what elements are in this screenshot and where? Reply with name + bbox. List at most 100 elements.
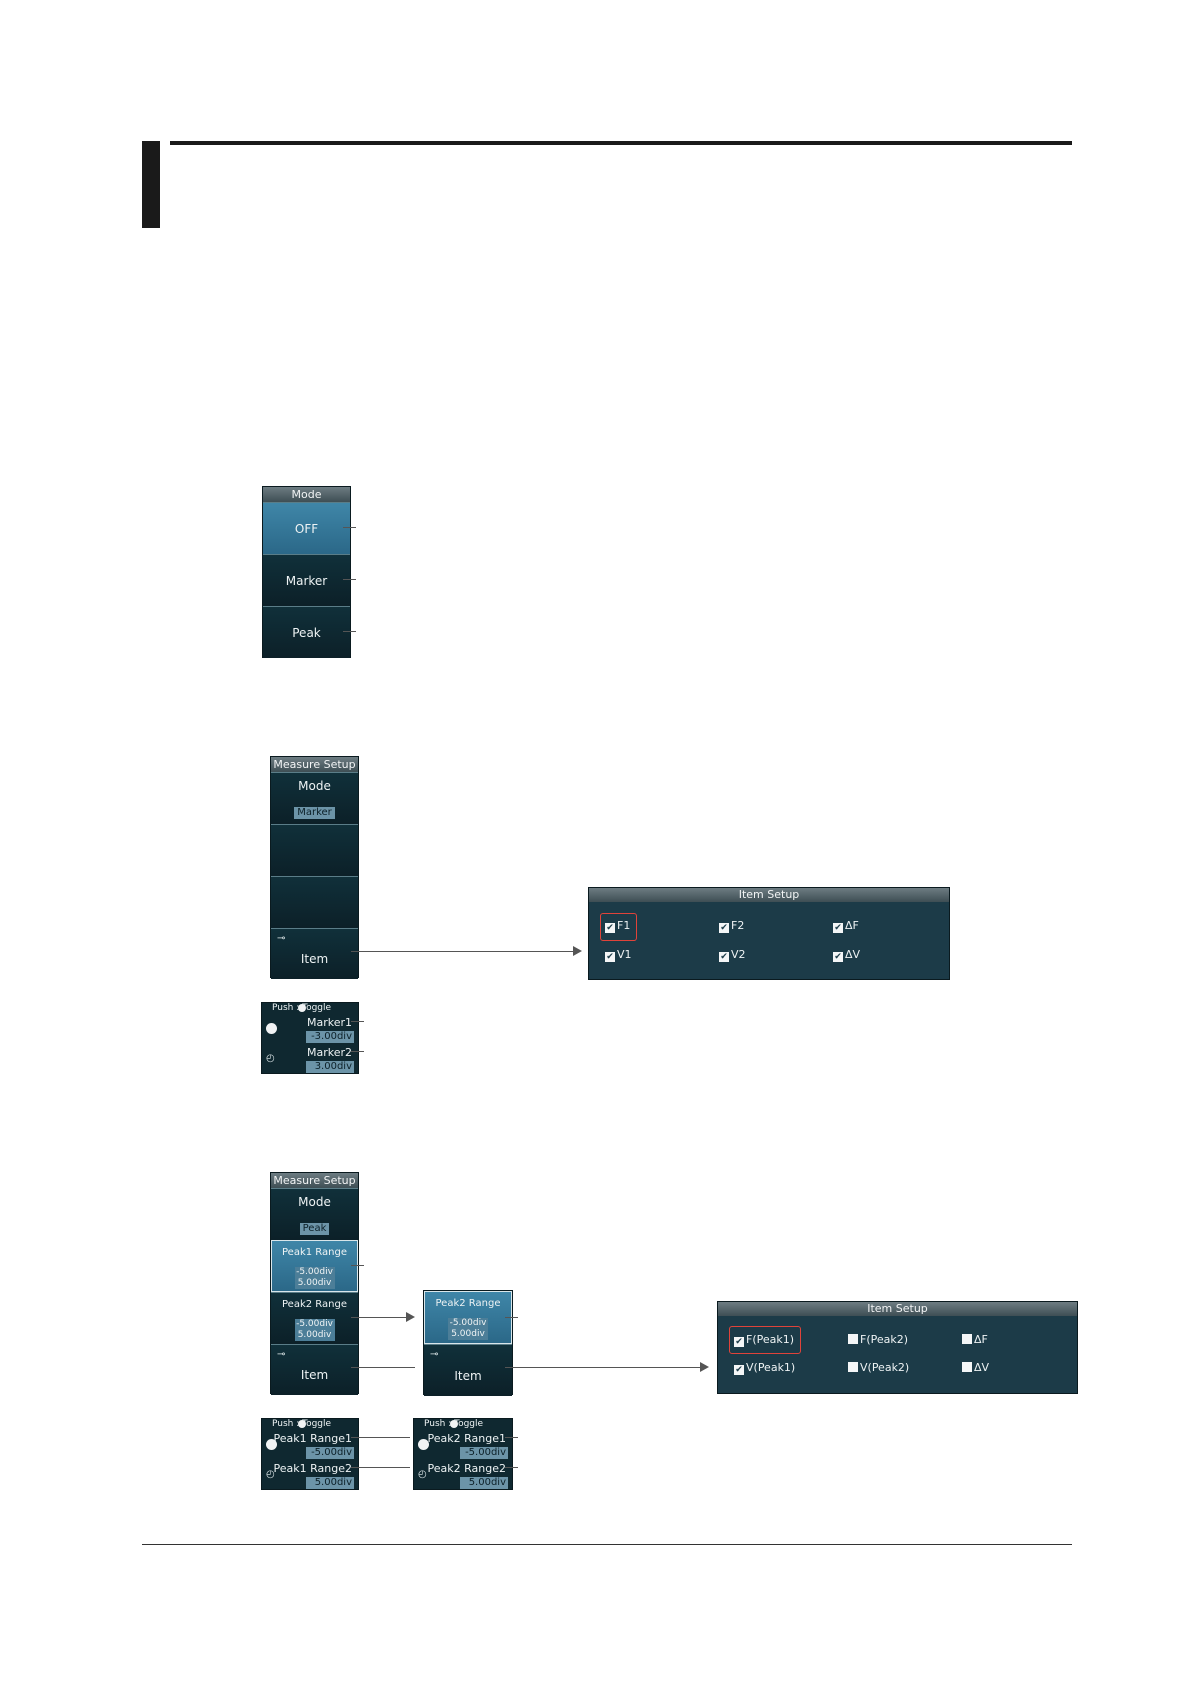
item-label: F1 (617, 919, 631, 932)
callout-line (505, 1317, 518, 1318)
jog-dial-icon: ◴ (418, 1469, 427, 1480)
peak-menu-title: Measure Setup (271, 1173, 358, 1188)
peak1-range2-label: Peak1 Range2 (273, 1462, 352, 1475)
item-label: ΔF (845, 919, 859, 932)
arrow-line (351, 951, 575, 952)
marker-mode-label: Mode (298, 779, 331, 793)
callout-line (343, 527, 356, 528)
marker2-label: Marker2 (306, 1046, 352, 1059)
peak-item-label: Item (300, 1368, 329, 1382)
callout-line (343, 631, 356, 632)
peak-item-setup-title: Item Setup (718, 1302, 1077, 1316)
arrow-line (505, 1367, 702, 1368)
peak1-low-value: -5.00div (294, 1267, 335, 1278)
mode-marker-label: Marker (285, 573, 328, 588)
callout-line (351, 1051, 364, 1052)
item-checkbox-v-peak1[interactable]: ✔V(Peak1) (734, 1361, 795, 1375)
peak2-low-value: -5.00div (294, 1319, 335, 1330)
mode-off-label: OFF (294, 521, 319, 536)
callout-line (351, 1265, 364, 1266)
callout-line (343, 579, 356, 580)
peak1-range-key[interactable]: Peak1 Range -5.00div 5.00div (271, 1240, 358, 1292)
push-knob-icon (450, 1420, 458, 1428)
peak2-range2-label: Peak2 Range2 (427, 1462, 506, 1475)
mode-marker-key[interactable]: Marker (263, 554, 350, 606)
marker-measure-setup-menu: Measure Setup Mode Marker ⊸ Item (270, 756, 359, 979)
empty-key (271, 876, 358, 928)
peak1-range2-value: 5.00div (306, 1477, 354, 1489)
marker1-value: -3.00div (306, 1031, 354, 1043)
peak2-range-label: Peak2 Range (435, 1298, 501, 1309)
item-checkbox-delta-v[interactable]: ΔV (962, 1361, 989, 1374)
peak2-high-value: 5.00div (294, 1330, 335, 1341)
item-checkbox-v2[interactable]: ✔V2 (719, 948, 746, 962)
jog-icon: ⊸ (430, 1349, 439, 1360)
peak-mode-key[interactable]: Mode Peak (271, 1188, 358, 1240)
selection-highlight (729, 1326, 801, 1354)
arrow-head (573, 946, 582, 956)
mode-peak-key[interactable]: Peak (263, 606, 350, 658)
checkbox-icon: ✔ (734, 1365, 744, 1375)
item-label: ΔF (974, 1333, 988, 1346)
item-checkbox-f2[interactable]: ✔F2 (719, 919, 744, 933)
mode-off-key[interactable]: OFF (263, 502, 350, 554)
checkbox-icon (848, 1362, 858, 1372)
chapter-tab (142, 141, 160, 228)
item-checkbox-delta-f[interactable]: ✔ΔF (833, 919, 859, 933)
item-checkbox-v1[interactable]: ✔V1 (605, 948, 632, 962)
item-label: V1 (617, 948, 632, 961)
peak2-item-key[interactable]: ⊸ Item (424, 1344, 512, 1396)
selection-highlight (600, 913, 637, 941)
marker-item-key[interactable]: ⊸ Item (271, 928, 358, 979)
connector-line (351, 1437, 410, 1438)
item-label: V(Peak1) (746, 1361, 796, 1374)
peak2-range-key[interactable]: Peak2 Range -5.00div 5.00div (271, 1292, 358, 1344)
checkbox-icon: ✔ (719, 923, 729, 933)
item-label: ΔV (845, 948, 861, 961)
item-checkbox-f1[interactable]: ✔F1 (605, 919, 630, 933)
checkbox-icon (962, 1362, 972, 1372)
peak-item-setup-panel: Item Setup ✔F(Peak1) F(Peak2) ΔF ✔V(Peak… (717, 1301, 1078, 1394)
peak-item-key[interactable]: ⊸ Item (271, 1344, 358, 1395)
marker-mode-key[interactable]: Mode Marker (271, 772, 358, 824)
peak2-range-label: Peak2 Range (282, 1299, 347, 1310)
jog-dial-icon: ◴ (266, 1053, 275, 1064)
checkbox-icon: ✔ (605, 923, 615, 933)
marker-jog-readout: Push : Toggle Marker1 -3.00div ◴ Marker2… (261, 1002, 359, 1074)
peak2-range2-value: 5.00div (460, 1477, 508, 1489)
peak2-range1-label: Peak2 Range1 (427, 1432, 506, 1445)
jog-icon: ⊸ (277, 933, 286, 944)
peak2-low-value: -5.00div (448, 1318, 488, 1329)
checkbox-icon: ✔ (734, 1337, 744, 1347)
item-checkbox-delta-v[interactable]: ✔ΔV (833, 948, 860, 962)
item-label: F(Peak2) (860, 1333, 909, 1346)
marker1-label: Marker1 (306, 1016, 352, 1029)
peak2-item-label: Item (454, 1368, 482, 1383)
peak2-range-key-selected[interactable]: Peak2 Range -5.00div 5.00div (424, 1291, 512, 1344)
item-checkbox-v-peak2[interactable]: V(Peak2) (848, 1361, 909, 1374)
peak-mode-label: Mode (298, 1195, 331, 1209)
item-checkbox-f-peak2[interactable]: F(Peak2) (848, 1333, 908, 1346)
arrow-head (700, 1362, 709, 1372)
callout-line (505, 1437, 518, 1438)
item-checkbox-delta-f[interactable]: ΔF (962, 1333, 988, 1346)
callout-line (505, 1467, 518, 1468)
peak2-range1-value: -5.00div (460, 1447, 508, 1459)
item-label: F(Peak1) (746, 1333, 795, 1346)
marker-mode-value: Marker (294, 807, 335, 819)
push-knob-icon (298, 1004, 306, 1012)
arrow-line (351, 1317, 408, 1318)
peak1-range1-value: -5.00div (306, 1447, 354, 1459)
mode-peak-label: Peak (292, 625, 321, 640)
footer-rule (142, 1544, 1072, 1545)
peak1-range1-label: Peak1 Range1 (273, 1432, 352, 1445)
checkbox-icon: ✔ (833, 952, 843, 962)
item-checkbox-f-peak1[interactable]: ✔F(Peak1) (734, 1333, 794, 1347)
checkbox-icon: ✔ (605, 952, 615, 962)
empty-key (271, 824, 358, 876)
peak1-range-label: Peak1 Range (282, 1247, 347, 1258)
checkbox-icon (848, 1334, 858, 1344)
callout-line (351, 1021, 364, 1022)
connector-line (351, 1367, 415, 1368)
marker-item-setup-title: Item Setup (589, 888, 949, 902)
